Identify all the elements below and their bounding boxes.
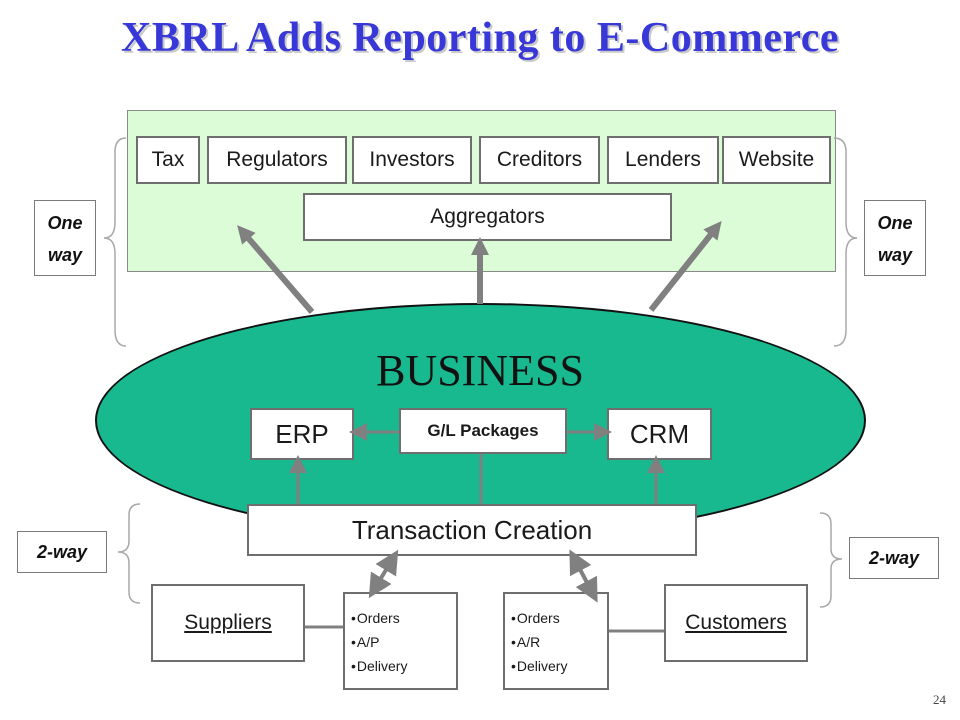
page-number: 24 bbox=[933, 692, 946, 707]
list-item: Orders bbox=[351, 606, 456, 630]
erp-box: ERP bbox=[250, 408, 354, 460]
arrow-to-lenders bbox=[648, 220, 722, 312]
list-item: Orders bbox=[511, 606, 607, 630]
brace-top-right bbox=[833, 137, 858, 347]
brace-bottom-left bbox=[117, 503, 141, 604]
consumer-tax: Tax bbox=[136, 136, 200, 184]
one-way-label-right: One way bbox=[864, 200, 926, 276]
list-item: Delivery bbox=[511, 654, 607, 678]
business-label: BUSINESS bbox=[376, 346, 584, 395]
brace-top-left bbox=[103, 137, 127, 347]
customers-transactions-list: Orders A/R Delivery bbox=[503, 592, 609, 690]
suppliers-box: Suppliers bbox=[151, 584, 305, 662]
arrow-customers-txn bbox=[569, 549, 598, 603]
page-title: XBRL Adds Reporting to E-Commerce bbox=[120, 15, 840, 61]
consumer-regulators: Regulators bbox=[207, 136, 347, 184]
customers-box: Customers bbox=[664, 584, 808, 662]
consumer-investors: Investors bbox=[352, 136, 472, 184]
gl-packages-box: G/L Packages bbox=[399, 408, 567, 454]
one-way-label-left: One way bbox=[34, 200, 96, 276]
consumer-creditors: Creditors bbox=[479, 136, 600, 184]
list-item: A/R bbox=[511, 630, 607, 654]
two-way-label-left: 2-way bbox=[17, 531, 107, 573]
crm-box: CRM bbox=[607, 408, 712, 460]
two-way-label-right: 2-way bbox=[849, 537, 939, 579]
aggregators-box: Aggregators bbox=[303, 193, 672, 241]
transaction-creation-box: Transaction Creation bbox=[247, 504, 697, 556]
list-item: Delivery bbox=[351, 654, 456, 678]
consumer-website: Website bbox=[722, 136, 831, 184]
arrow-suppliers-txn bbox=[368, 549, 399, 599]
arrow-to-regulators bbox=[237, 225, 315, 314]
suppliers-transactions-list: Orders A/P Delivery bbox=[343, 592, 458, 690]
brace-bottom-right bbox=[819, 512, 843, 608]
list-item: A/P bbox=[351, 630, 456, 654]
consumer-lenders: Lenders bbox=[607, 136, 719, 184]
